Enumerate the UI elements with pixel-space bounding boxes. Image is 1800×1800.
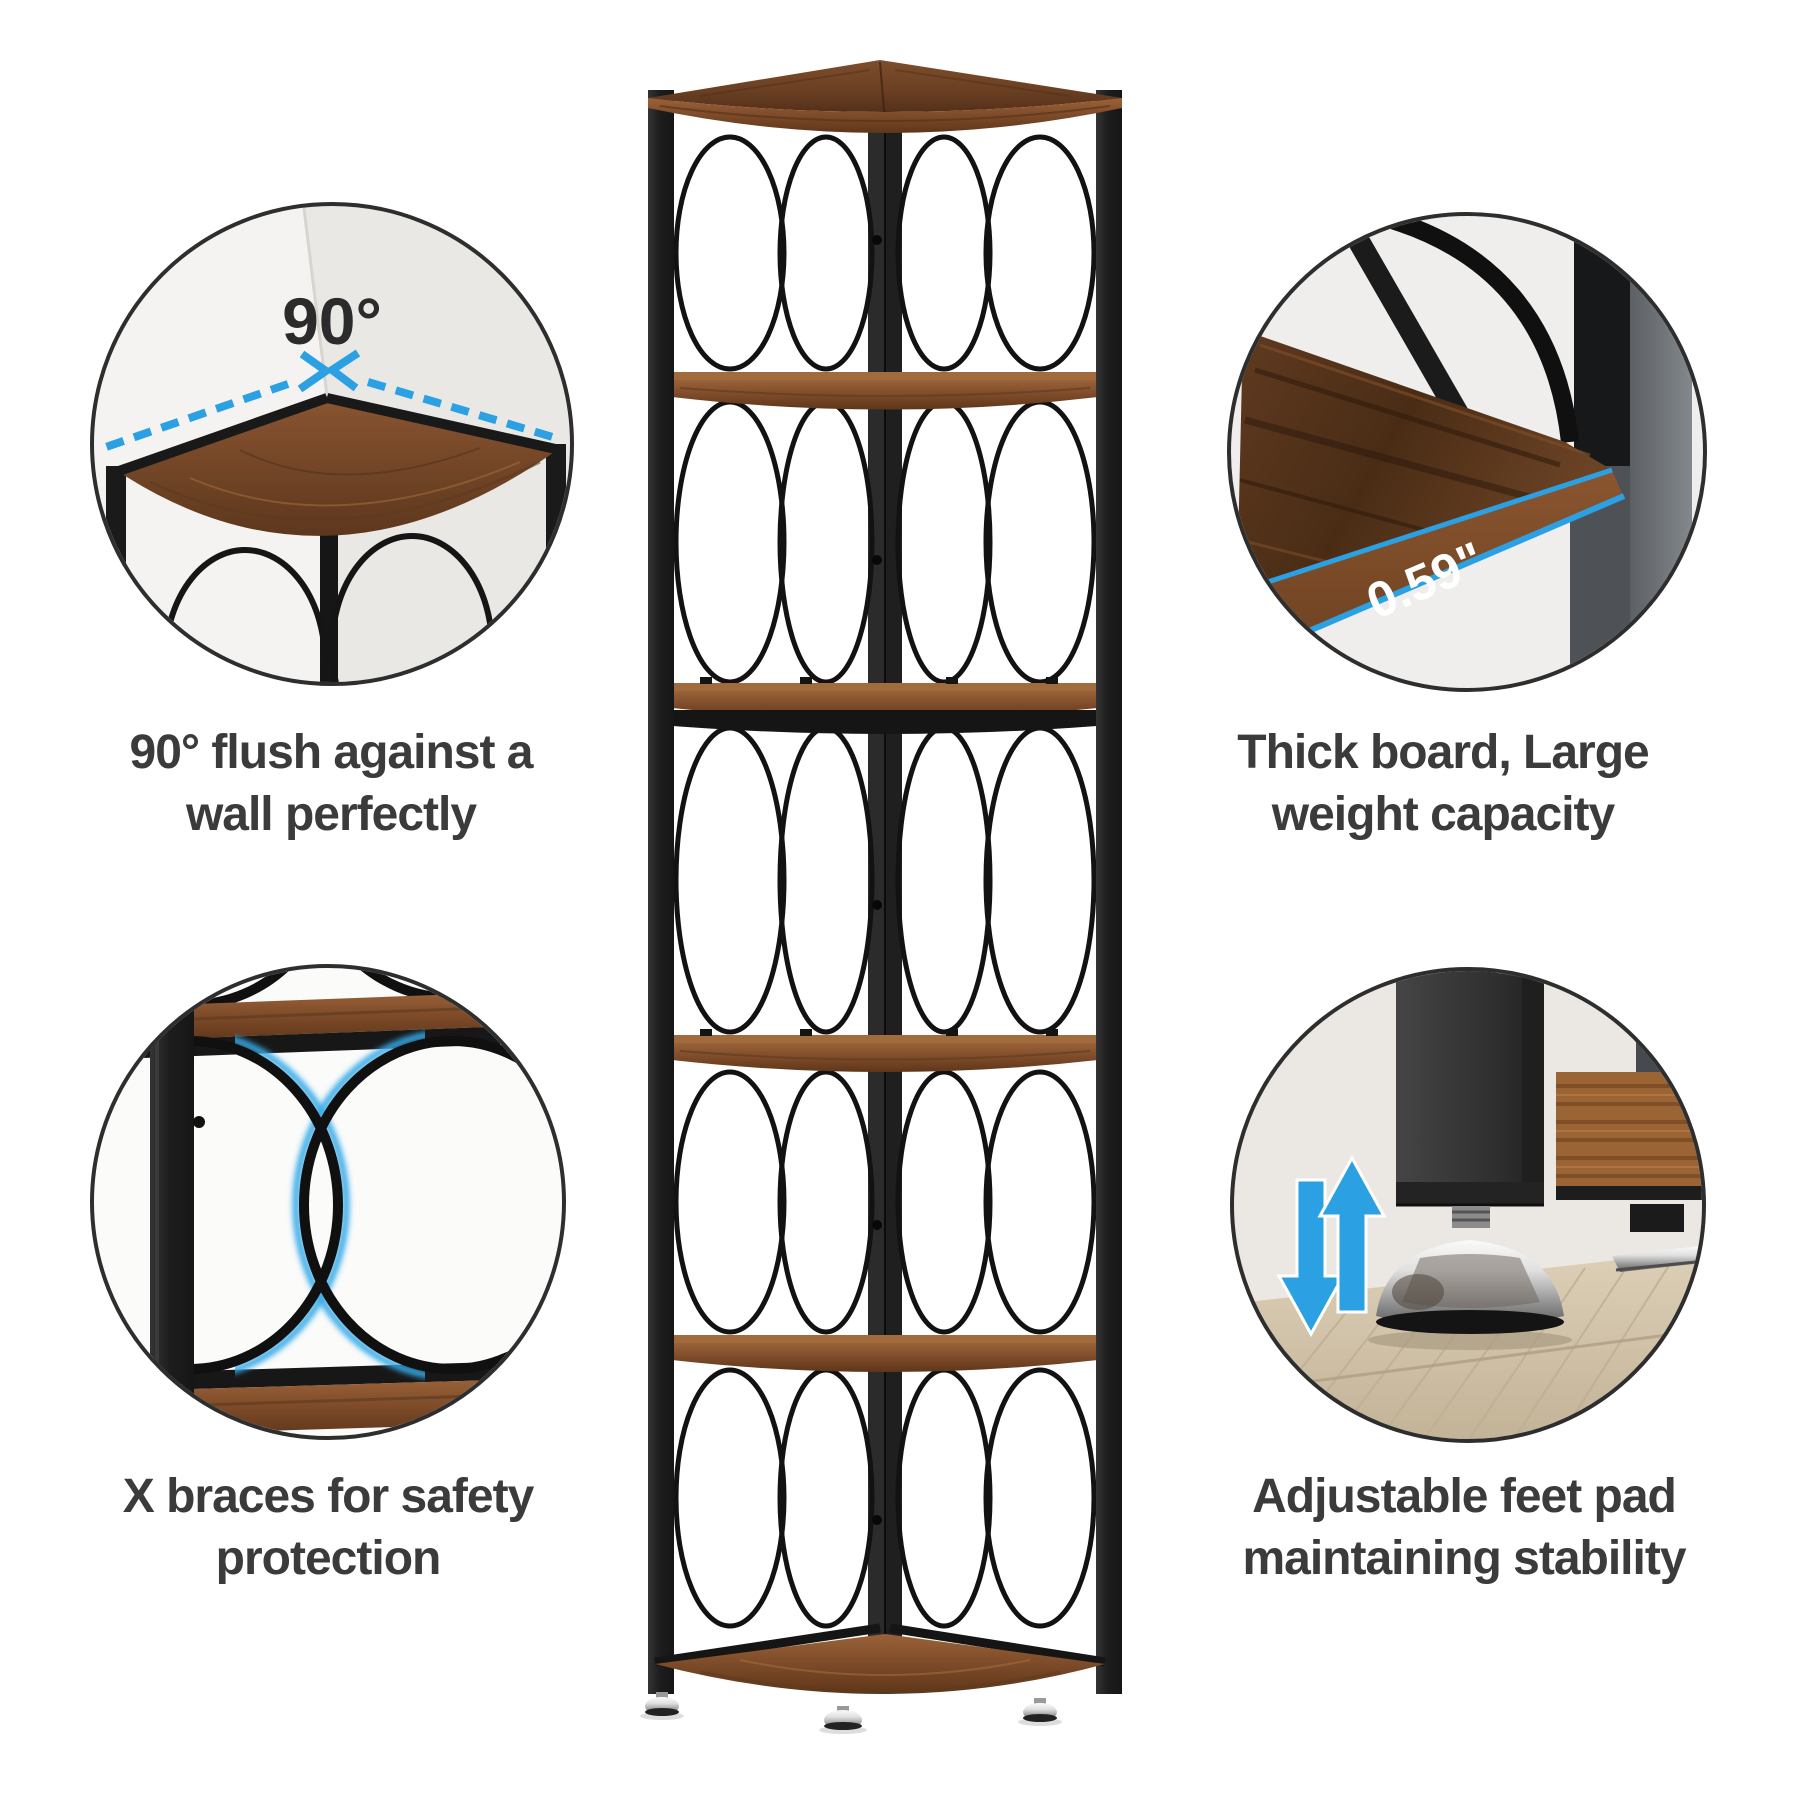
top-board: [648, 60, 1122, 133]
screws: [872, 235, 882, 1525]
caption-line: wall perfectly: [185, 788, 477, 841]
caption-feet: Adjustable feet pad maintaining stabilit…: [1154, 1466, 1774, 1590]
dashed-angle-lines-icon: [104, 349, 558, 451]
caption-line: maintaining stability: [1242, 1532, 1686, 1585]
caption-line: protection: [215, 1532, 442, 1585]
thick-board-closeup: [1237, 330, 1622, 650]
callout-ring: [90, 202, 574, 686]
post-closeup: [1396, 971, 1544, 1207]
adjustable-feet: [640, 1692, 1062, 1734]
caption-thickness: Thick board, Large weight capacity: [1133, 722, 1753, 846]
shelf-boards: [648, 372, 1122, 1372]
callout-circle-thickness: 0.59": [1231, 216, 1703, 688]
up-down-arrows-icon: [1276, 1154, 1387, 1338]
corner-board: [116, 396, 560, 536]
callout-ring: [1230, 967, 1706, 1443]
corner-shelf-product: [640, 60, 1122, 1734]
caption-line: Adjustable feet pad: [1252, 1470, 1677, 1523]
up-arrow-icon: [1317, 1154, 1387, 1314]
right-post: [1096, 90, 1122, 1694]
caption-line: 90° flush against a: [129, 726, 534, 779]
callout-circle-angle: 90°: [94, 206, 570, 682]
board-edge-line-icon: [1236, 467, 1626, 655]
callout-ring: [90, 964, 566, 1440]
circle-brace-closeup: [1375, 216, 1579, 443]
x-brace-circles: [299, 1036, 562, 1374]
caption-line: Thick board, Large: [1237, 726, 1649, 779]
caption-line: weight capacity: [1271, 788, 1615, 841]
board-clips: [700, 677, 1058, 1036]
x-brace-glow-icon: [235, 1029, 425, 1381]
left-post: [648, 90, 674, 1694]
caption-angle: 90° flush against a wall perfectly: [21, 722, 641, 846]
bottom-board: [654, 1623, 1106, 1694]
adjustable-foot-closeup: [1368, 1206, 1572, 1350]
caption-line: X braces for safety: [122, 1470, 535, 1523]
callout-circle-feet: [1234, 971, 1702, 1439]
shelf-board-closeup: [1556, 1072, 1702, 1200]
angle-annotation: 90°: [282, 284, 382, 358]
frame-junction-bar: [648, 710, 1122, 734]
second-foot: [1612, 1204, 1700, 1272]
callout-ring: [1227, 212, 1707, 692]
caption-braces: X braces for safety protection: [18, 1466, 638, 1590]
